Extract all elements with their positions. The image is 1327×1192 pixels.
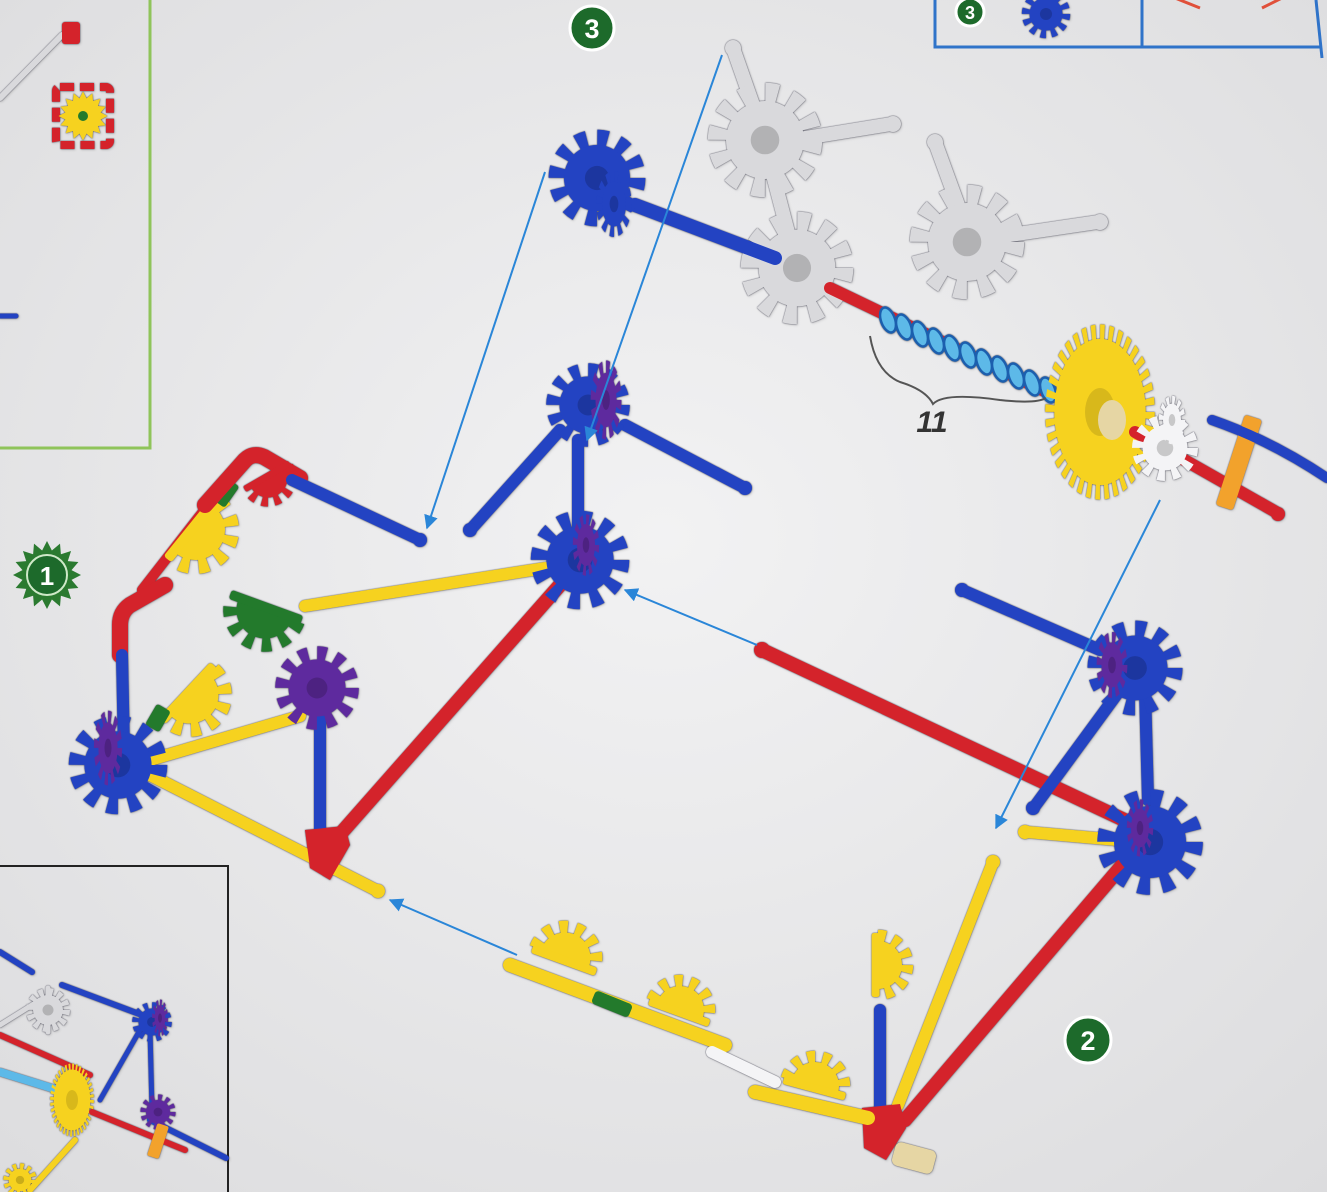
purple-connector bbox=[154, 1003, 167, 1033]
rod-end bbox=[738, 481, 752, 495]
rod-end bbox=[413, 533, 427, 547]
gray-connector bbox=[718, 93, 812, 187]
step-badge-2: 2 bbox=[1065, 1017, 1111, 1063]
step-badge-3: 3 bbox=[570, 6, 614, 50]
purple-connector bbox=[575, 520, 597, 570]
gray-connector bbox=[30, 992, 66, 1028]
purple-connector bbox=[283, 654, 351, 722]
purple-connector bbox=[1129, 805, 1151, 852]
purple-connector bbox=[593, 368, 618, 433]
rod-end bbox=[463, 523, 477, 537]
blue-connector bbox=[600, 177, 629, 231]
rod-end bbox=[1018, 825, 1032, 839]
rod-end bbox=[1026, 801, 1040, 815]
purple-connector bbox=[96, 717, 119, 778]
step-number: 1 bbox=[40, 561, 54, 591]
purple-connector bbox=[144, 1098, 173, 1127]
step-number: 3 bbox=[584, 14, 599, 44]
rod-end bbox=[371, 884, 385, 898]
tan-spacer bbox=[1098, 400, 1126, 440]
rod-end bbox=[1271, 507, 1285, 521]
inset-step-label: 3 bbox=[965, 3, 975, 23]
white-connector bbox=[1161, 400, 1183, 440]
red-connector bbox=[62, 22, 80, 44]
yellow-gear bbox=[52, 1067, 92, 1133]
step-badge-1: 1 bbox=[13, 541, 81, 609]
rod-end bbox=[725, 40, 741, 56]
purple-connector bbox=[1099, 638, 1124, 692]
green-connector bbox=[78, 111, 88, 121]
rod-end bbox=[885, 116, 901, 132]
spacer-count-label: 11 bbox=[916, 406, 947, 439]
rod-end bbox=[927, 134, 943, 150]
rod-end bbox=[955, 583, 969, 597]
rod-end bbox=[1092, 214, 1108, 230]
gray-connector bbox=[751, 222, 843, 314]
gray-connector bbox=[920, 195, 1014, 289]
rod-end bbox=[986, 855, 1000, 869]
step-number: 2 bbox=[1080, 1026, 1095, 1056]
